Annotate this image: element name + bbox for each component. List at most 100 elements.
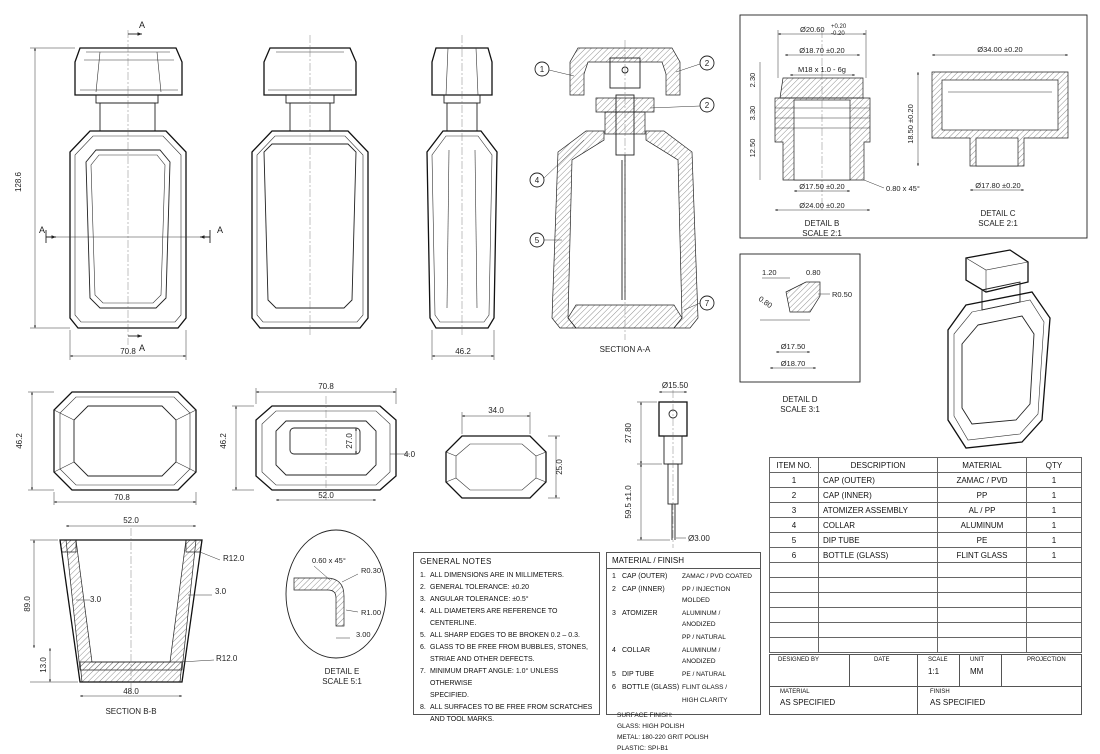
material-finish-title: MATERIAL / FINISH <box>607 553 760 569</box>
bom-cell-description: BOTTLE (GLASS) <box>818 547 938 563</box>
material-finish-row: PP / NATURAL <box>607 632 760 643</box>
material-finish-part: BOTTLE (GLASS) <box>622 684 680 691</box>
bom-header-qty: QTY <box>1026 457 1082 473</box>
general-note-item: 4.ALL DIAMETERS ARE REFERENCE TO CENTERL… <box>420 606 593 630</box>
detail-d-dia1: Ø17.50 <box>781 342 806 351</box>
material-finish-spec: PP / INJECTION MOLDED <box>682 586 731 604</box>
general-note-number <box>420 654 430 666</box>
bom-cell-description: COLLAR <box>818 517 938 533</box>
bb-r-bot-dim: R12.0 <box>216 654 238 663</box>
general-note-text: GLASS TO BE FREE FROM BUBBLES, STONES, <box>430 644 588 651</box>
general-note-number: 6. <box>420 644 426 651</box>
general-note-item: 7.MINIMUM DRAFT ANGLE: 1.0° UNLESS OTHER… <box>420 666 593 690</box>
detail-d-scale: SCALE 3:1 <box>780 405 820 414</box>
bom-cell-qty: 1 <box>1026 532 1082 548</box>
cut-marker-left: A <box>39 225 45 235</box>
bom-cell-qty: 1 <box>1026 487 1082 503</box>
general-notes-title: GENERAL NOTES <box>420 557 492 566</box>
unit-label: UNIT <box>970 657 984 663</box>
detail-d-radius: R0.50 <box>832 290 852 299</box>
general-note-item: 6. GLASS TO BE FREE FROM BUBBLES, STONES, <box>420 642 593 654</box>
tube-dia-dim: Ø3.00 <box>688 534 710 543</box>
general-note-item: 3.ANGULAR TOLERANCE: ±0.5° <box>420 594 593 606</box>
detail-b-h2: 3.30 <box>748 106 757 121</box>
detail-e-chamfer: 0.60 x 45° <box>312 556 346 565</box>
general-notes-list: 1.ALL DIMENSIONS ARE IN MILLIMETERS.2.GE… <box>420 570 593 726</box>
material-finish-number: 2 <box>612 586 616 593</box>
general-note-number: 4. <box>420 608 426 615</box>
cap-width-dim: 34.0 <box>488 406 504 415</box>
detail-b-title: DETAIL B <box>805 219 840 228</box>
bom-cell-qty: 1 <box>1026 502 1082 518</box>
detail-b-dia1: Ø20.60 <box>800 25 825 34</box>
bom-cell-qty: 1 <box>1026 472 1082 488</box>
material-finish-spec: PP / NATURAL <box>682 634 726 641</box>
general-note-item: STRIAE AND OTHER DEFECTS. <box>420 654 593 666</box>
bom-empty-row <box>769 577 1082 593</box>
projection-label: PROJECTION <box>1027 657 1066 663</box>
detail-d-w1: 1.20 <box>762 268 777 277</box>
balloon-7: 7 <box>705 299 710 308</box>
bottom-depth-dim: 46.2 <box>219 433 228 449</box>
material-finish-part <box>622 632 682 643</box>
material-finish-number: 1 <box>612 573 616 580</box>
bom-cell-description: CAP (OUTER) <box>818 472 938 488</box>
bom-empty-row <box>769 592 1082 608</box>
detail-b-dia3: Ø17.50 ±0.20 <box>799 182 844 191</box>
top-view: 46.2 70.8 <box>15 391 197 505</box>
general-note-item: AND TOOL MARKS. <box>420 714 593 726</box>
detail-d-w2: 0.80 <box>806 268 821 277</box>
general-note-text: GENERAL TOLERANCE: ±0.20 <box>430 584 530 591</box>
general-note-item: 2. GENERAL TOLERANCE: ±0.20 <box>420 582 593 594</box>
bom-empty-cell <box>1026 622 1082 638</box>
side-view: 46.2 <box>426 35 498 360</box>
bom-empty-cell <box>818 577 938 593</box>
general-note-number: 2. <box>420 584 426 591</box>
general-notes-box: GENERAL NOTES 1.ALL DIMENSIONS ARE IN MI… <box>413 552 600 723</box>
general-note-text: MINIMUM DRAFT ANGLE: 1.0° UNLESS OTHERWI… <box>430 668 559 687</box>
bom-cell-qty: 1 <box>1026 517 1082 533</box>
bom-cell-description: DIP TUBE <box>818 532 938 548</box>
detail-b-h3: 12.50 <box>748 139 757 158</box>
material-finish-part <box>622 695 682 706</box>
bom-cell-description: CAP (INNER) <box>818 487 938 503</box>
material-finish-spec: ALUMINUM / ANODIZED <box>682 647 721 665</box>
detail-b-dia1-tol-minus: -0.20 <box>831 31 845 37</box>
detail-c-title: DETAIL C <box>980 209 1015 218</box>
rear-view <box>251 35 369 335</box>
bom-cell-material: FLINT GLASS <box>937 547 1027 563</box>
balloon-2b: 2 <box>705 101 710 110</box>
material-finish-part: CAP (OUTER) <box>622 573 668 580</box>
bom-empty-cell <box>769 607 819 623</box>
bom-cell-material: PP <box>937 487 1027 503</box>
detail-b-scale: SCALE 2:1 <box>802 229 842 238</box>
detail-c-dia2: Ø17.80 ±0.20 <box>975 181 1020 190</box>
bb-top-dim: 52.0 <box>123 516 139 525</box>
bom-empty-row <box>769 607 1082 623</box>
material-finish-part: DIP TUBE <box>622 671 655 678</box>
bom-empty-cell <box>1026 577 1082 593</box>
bb-bottom-dim: 48.0 <box>123 687 139 696</box>
front-height-dim: 128.6 <box>14 171 23 192</box>
bom-cell-description: ATOMIZER ASSEMBLY <box>818 502 938 518</box>
bb-r-top-dim: R12.0 <box>223 554 245 563</box>
balloon-4: 4 <box>535 176 540 185</box>
material-finish-part: COLLAR <box>622 647 651 654</box>
material-finish-number: 5 <box>612 671 616 678</box>
balloon-1: 1 <box>540 65 545 74</box>
general-note-text: STRIAE AND OTHER DEFECTS. <box>430 656 535 663</box>
top-width-dim: 70.8 <box>114 493 130 502</box>
bom-cell-material: PE <box>937 532 1027 548</box>
bom-cell-material: AL / PP <box>937 502 1027 518</box>
cap-top-view: 34.0 25.0 <box>445 406 564 499</box>
bottom-view: 70.8 46.2 27.0 4.0 52.0 <box>219 382 416 501</box>
surface-finish-plastic: PLASTIC: SPI-B1 <box>617 745 669 752</box>
bom-header-row: ITEM NO. DESCRIPTION MATERIAL QTY <box>769 457 1082 473</box>
bom-empty-cell <box>769 622 819 638</box>
